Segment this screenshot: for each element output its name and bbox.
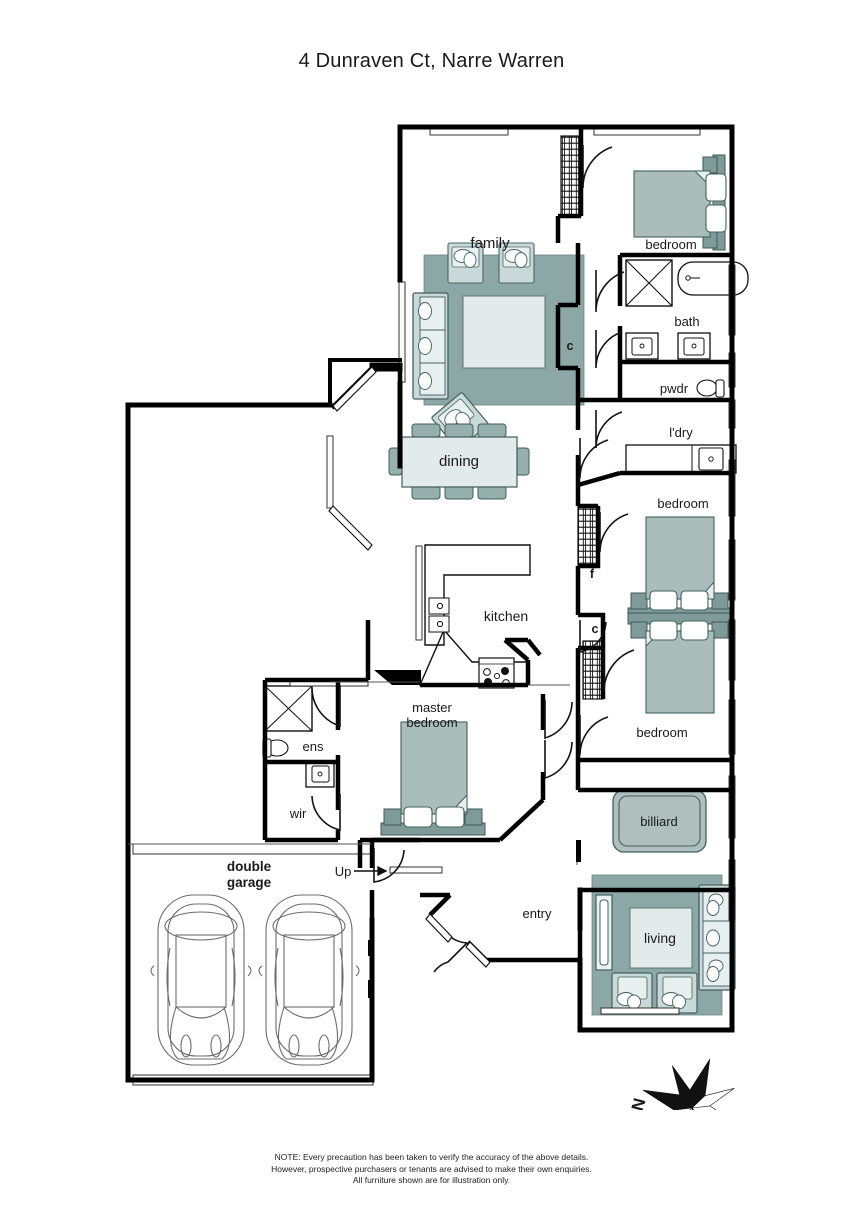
master-bed [380, 721, 486, 836]
room-labels: family bedroom bath pwdr l'dry bedroom b… [227, 235, 709, 946]
disclaimer-line-3: All furniture shown are for illustration… [352, 1175, 511, 1185]
bedroom-1-bed [633, 154, 727, 251]
up-arrow [354, 865, 388, 877]
label-closet-lower: c [592, 622, 599, 636]
family-room-furniture [412, 242, 585, 450]
room-label-ens: ens [303, 739, 324, 754]
room-label-kitchen: kitchen [484, 608, 528, 624]
disclaimer-line-1: NOTE: Every precaution has been taken to… [274, 1152, 589, 1162]
billiard-table [612, 789, 707, 853]
bay-window-leaves [328, 366, 377, 551]
entry-door-leaves [425, 913, 491, 968]
car [258, 894, 360, 1066]
armchair [447, 242, 484, 284]
room-label-dining: dining [439, 453, 479, 470]
room-label-master-bedroom-line1: master [412, 700, 452, 715]
svg-text:N: N [628, 1096, 650, 1110]
disclaimer-line-2: However, prospective purchasers or tenan… [271, 1163, 592, 1174]
room-label-bedroom-3: bedroom [636, 725, 687, 740]
room-label-master-bedroom-line2: bedroom [406, 715, 457, 730]
room-label-family: family [470, 235, 510, 252]
room-label-bath: bath [674, 314, 699, 329]
disclaimer-note: NOTE: Every precaution has been taken to… [0, 1152, 863, 1187]
sofa [412, 292, 449, 400]
car [150, 894, 252, 1066]
sofa [698, 884, 736, 991]
bedroom-3-bed [627, 612, 734, 714]
compass-rose [642, 1058, 742, 1110]
floorplan-drawing: family bedroom bath pwdr l'dry bedroom b… [0, 100, 863, 1110]
room-label-pwdr: pwdr [660, 381, 689, 396]
interior-walls [262, 127, 732, 1080]
label-closet-upper: c [567, 339, 574, 353]
page-title: 4 Dunraven Ct, Narre Warren [298, 50, 565, 72]
wall-stubs [368, 840, 581, 998]
armchair [611, 972, 653, 1014]
armchair [498, 242, 535, 284]
room-label-bedroom-2: bedroom [657, 496, 708, 511]
room-label-wir: wir [289, 806, 307, 821]
room-label-garage-line2: garage [227, 875, 272, 890]
room-label-living: living [644, 930, 676, 946]
room-label-bedroom-1: bedroom [645, 237, 696, 252]
compass-north-letter: N [628, 1096, 650, 1110]
door-swings [311, 145, 635, 973]
room-label-ldry: l'dry [669, 425, 693, 440]
armchair [656, 972, 698, 1014]
room-label-entry: entry [523, 906, 552, 921]
label-fridge: f [590, 567, 595, 581]
garage-cars [150, 894, 360, 1066]
room-label-billiard: billiard [640, 814, 678, 829]
label-stairs-up: Up [335, 864, 352, 879]
dining-furniture [388, 423, 530, 500]
living-room-furniture [591, 874, 736, 1016]
room-label-garage-line1: double [227, 859, 272, 874]
